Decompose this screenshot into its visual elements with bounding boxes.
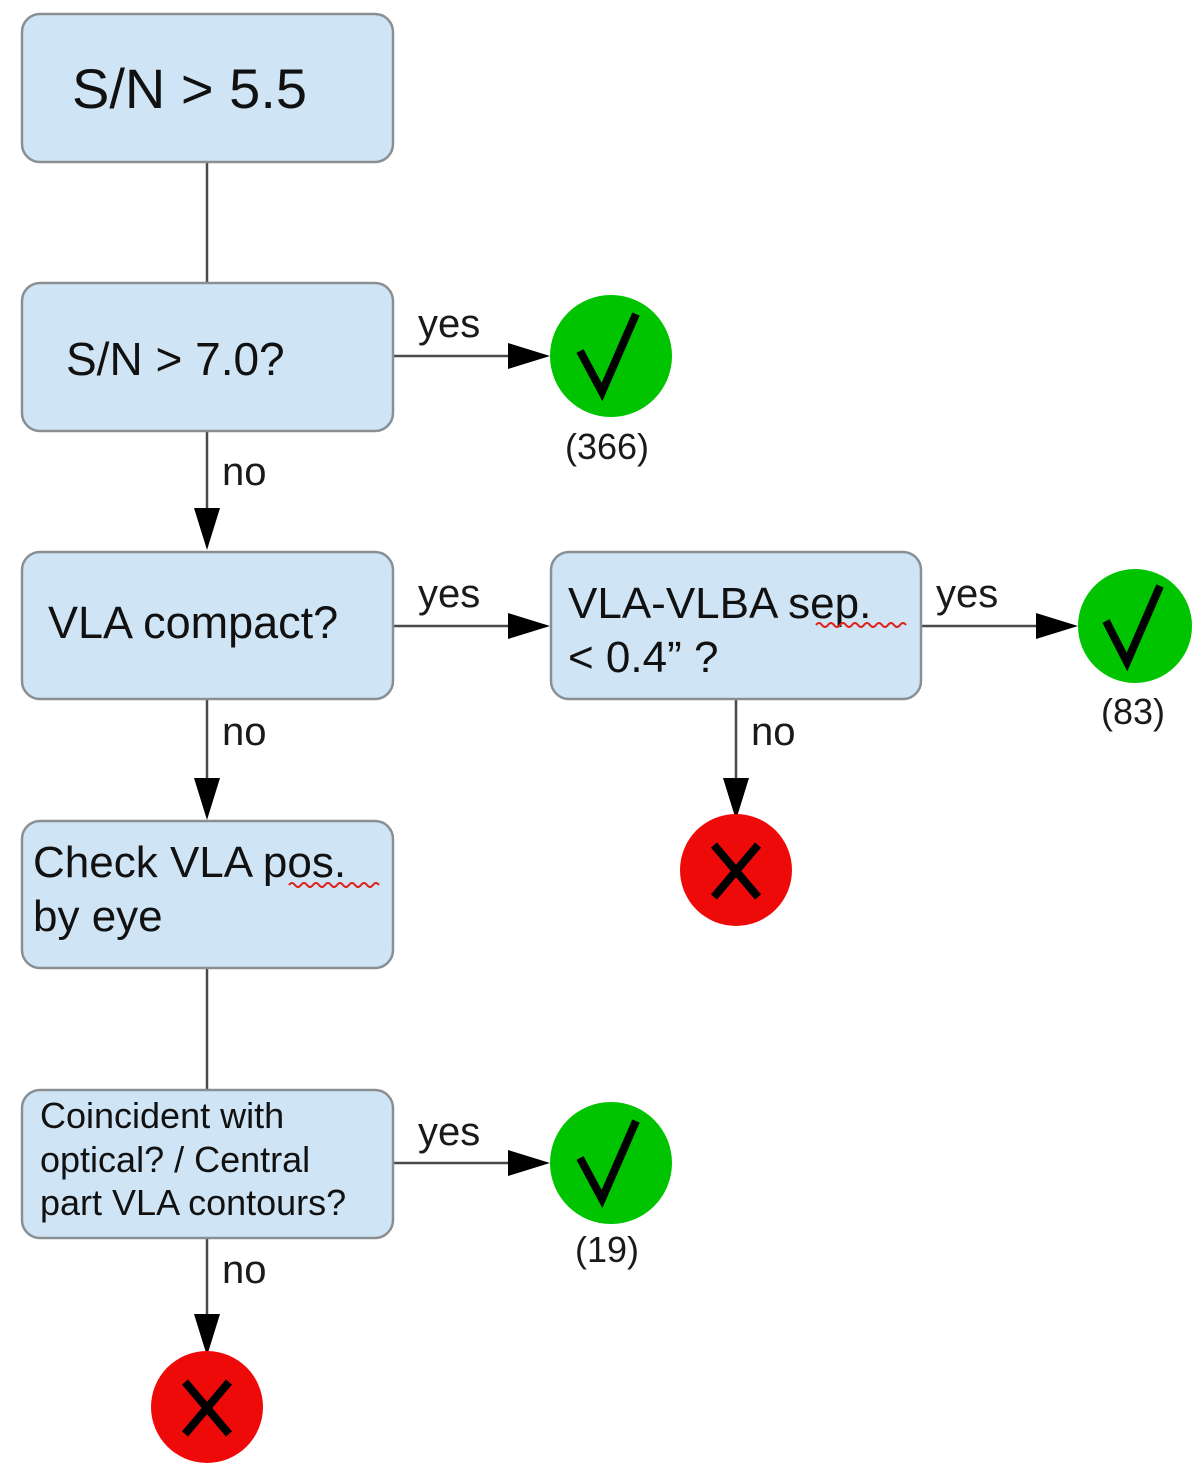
spellcheck-underline <box>288 882 380 888</box>
node-vla-compact: VLA compact? <box>20 550 395 701</box>
node-sn55-label: S/N > 5.5 <box>72 57 307 120</box>
node-vla-vlba-sep-line2: < 0.4” ? <box>568 633 718 682</box>
edge-label-sep-no: no <box>751 710 796 754</box>
node-sn55: S/N > 5.5 <box>20 12 395 164</box>
arrowhead-down <box>194 1314 220 1356</box>
node-check-vla-box <box>20 819 395 970</box>
node-vla-vlba-sep-line1: VLA-VLBA sep. <box>568 579 871 628</box>
arrowhead-right <box>1036 613 1078 639</box>
checkmark-icon <box>576 312 640 402</box>
node-vla-vlba-sep: VLA-VLBA sep. < 0.4” ? <box>549 550 923 701</box>
checkmark-icon <box>576 1119 640 1209</box>
node-coincident-line3: part VLA contours? <box>40 1182 346 1223</box>
node-sn70-box <box>20 281 395 433</box>
node-sn70: S/N > 7.0? <box>20 281 395 433</box>
cross-icon <box>710 842 762 900</box>
accept-circle <box>550 1102 672 1224</box>
checkmark-icon <box>1102 584 1164 672</box>
edge-label-sn70-no: no <box>222 450 267 494</box>
arrowhead-right <box>508 343 550 369</box>
node-sn70-label: S/N > 7.0? <box>66 333 285 385</box>
node-coincident: Coincident with optical? / Central part … <box>20 1088 395 1240</box>
arrowhead-down <box>194 778 220 820</box>
reject-outcome-coincident <box>151 1351 263 1463</box>
node-check-vla-line1: Check VLA pos. <box>33 838 346 887</box>
edge-label-sep-yes: yes <box>936 572 998 616</box>
arrowhead-right <box>508 613 550 639</box>
spellcheck-underline <box>815 622 907 628</box>
node-vla-compact-box <box>20 550 395 701</box>
reject-outcome-sep <box>680 814 792 926</box>
arrowhead-right <box>508 1150 550 1176</box>
accept-circle <box>1078 569 1192 683</box>
edge-label-compact-yes: yes <box>418 572 480 616</box>
accept-count-coincident: (19) <box>575 1229 639 1270</box>
node-sn55-box <box>20 12 395 164</box>
edge-label-coincident-yes: yes <box>418 1110 480 1154</box>
cross-icon <box>181 1379 233 1437</box>
accept-count-sn: (366) <box>565 426 649 467</box>
node-coincident-line1: Coincident with <box>40 1095 284 1136</box>
accept-count-sep: (83) <box>1101 691 1165 732</box>
accept-outcome-sep: (83) <box>1078 569 1192 732</box>
accept-outcome-coincident: (19) <box>550 1102 672 1270</box>
arrowhead-down <box>194 508 220 550</box>
edge-label-coincident-no: no <box>222 1248 267 1292</box>
node-check-vla: Check VLA pos. by eye <box>20 819 395 970</box>
connectors <box>194 162 1078 1356</box>
edge-label-sn70-yes: yes <box>418 302 480 346</box>
node-check-vla-line2: by eye <box>33 892 163 941</box>
edge-label-compact-no: no <box>222 710 267 754</box>
node-vla-compact-label: VLA compact? <box>48 597 338 648</box>
node-coincident-line2: optical? / Central <box>40 1139 310 1180</box>
arrowhead-down <box>723 778 749 820</box>
node-coincident-box <box>20 1088 395 1240</box>
node-vla-vlba-sep-box <box>549 550 923 701</box>
accept-outcome-sn: (366) <box>550 295 672 467</box>
accept-circle <box>550 295 672 417</box>
